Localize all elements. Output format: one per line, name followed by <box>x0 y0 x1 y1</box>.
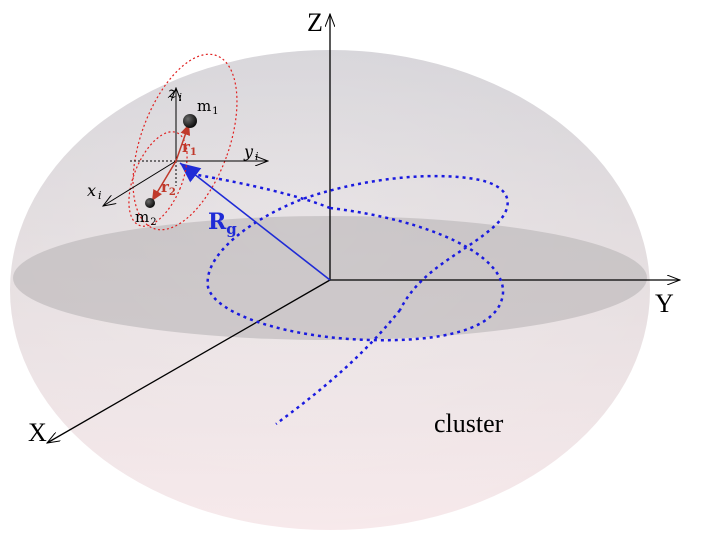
orbit-descent <box>275 309 401 426</box>
x-axis <box>47 279 331 443</box>
mass-1-label: m1 <box>197 97 219 117</box>
cluster-label: cluster <box>434 409 504 438</box>
rg-vector <box>179 162 331 281</box>
r1-vector <box>175 123 191 162</box>
y-axis-label: Y <box>655 289 674 318</box>
x-axis-label: X <box>28 418 47 447</box>
binary-orbit-inner <box>128 131 188 227</box>
z-axis-label: Z <box>307 8 323 37</box>
rg-label: Rg <box>208 209 237 238</box>
orbit-loop <box>206 174 509 342</box>
r2-label: r2 <box>161 178 176 198</box>
binary-orbit-outer <box>132 53 238 231</box>
mass-2-label: m2 <box>135 208 157 228</box>
r2-vector <box>151 160 177 202</box>
mass-2 <box>145 198 155 208</box>
local-x-axis <box>103 160 177 206</box>
r1-label: r1 <box>182 138 197 158</box>
mass-1 <box>183 114 197 128</box>
